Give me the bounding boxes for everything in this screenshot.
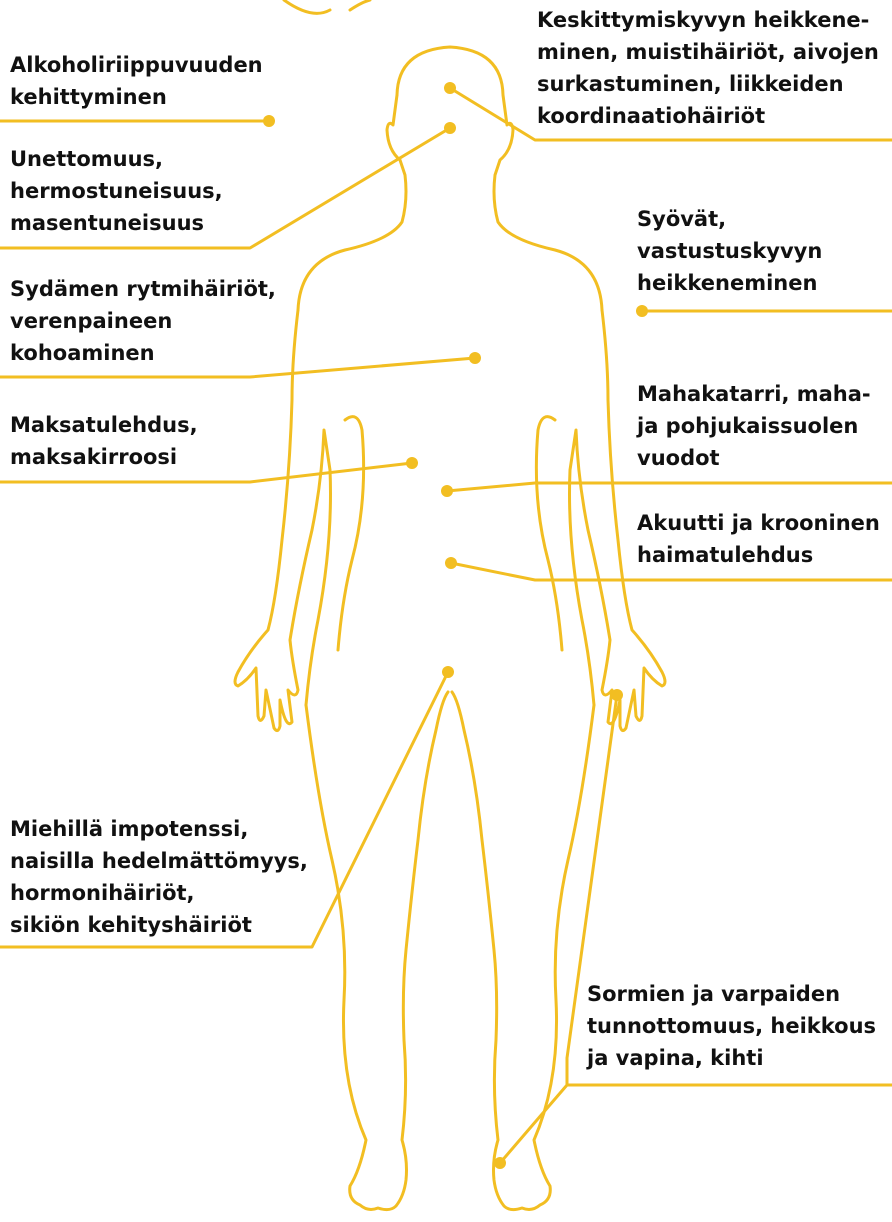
dot-cancer <box>636 305 648 317</box>
dot-sleep <box>444 122 456 134</box>
label-heart: Sydämen rytmihäiriöt, verenpaineen kohoa… <box>10 273 276 369</box>
dot-foot <box>494 1157 506 1169</box>
label-cancer: Syövät, vastustuskyvyn heikkeneminen <box>637 203 822 299</box>
left-leg-outline <box>306 692 448 1210</box>
dot-liver <box>406 457 418 469</box>
leader-line-extremities-foot <box>500 1085 567 1163</box>
label-reproductive: Miehillä impotenssi, naisilla hedelmättö… <box>10 813 308 941</box>
label-brain: Keskittymiskyvyn heikkene- minen, muisti… <box>537 4 879 132</box>
dot-stomach <box>441 485 453 497</box>
label-extremities: Sormien ja varpaiden tunnottomuus, heikk… <box>587 978 876 1074</box>
dot-heart <box>469 352 481 364</box>
label-pancreas: Akuutti ja krooninen haimatulehdus <box>637 507 880 571</box>
dot-reproductive <box>442 666 454 678</box>
dot-pancreas <box>445 557 457 569</box>
label-stomach: Mahakatarri, maha- ja pohjukaissuolen vu… <box>637 378 871 474</box>
label-addiction: Alkoholiriippuvuuden kehittyminen <box>10 49 263 113</box>
label-sleep: Unettomuus, hermostuneisuus, masentuneis… <box>10 143 223 239</box>
dot-brain <box>444 82 456 94</box>
left-arm-inner-outline <box>338 417 364 650</box>
right-arm-inner-outline <box>536 417 562 650</box>
head-outline-left <box>298 95 406 310</box>
top-decorative-stroke <box>284 0 370 13</box>
label-liver: Maksatulehdus, maksakirroosi <box>10 409 198 473</box>
dot-addiction <box>263 115 275 127</box>
dot-hand <box>611 689 623 701</box>
right-leg-outline <box>452 692 594 1210</box>
leader-line-stomach <box>447 483 892 491</box>
